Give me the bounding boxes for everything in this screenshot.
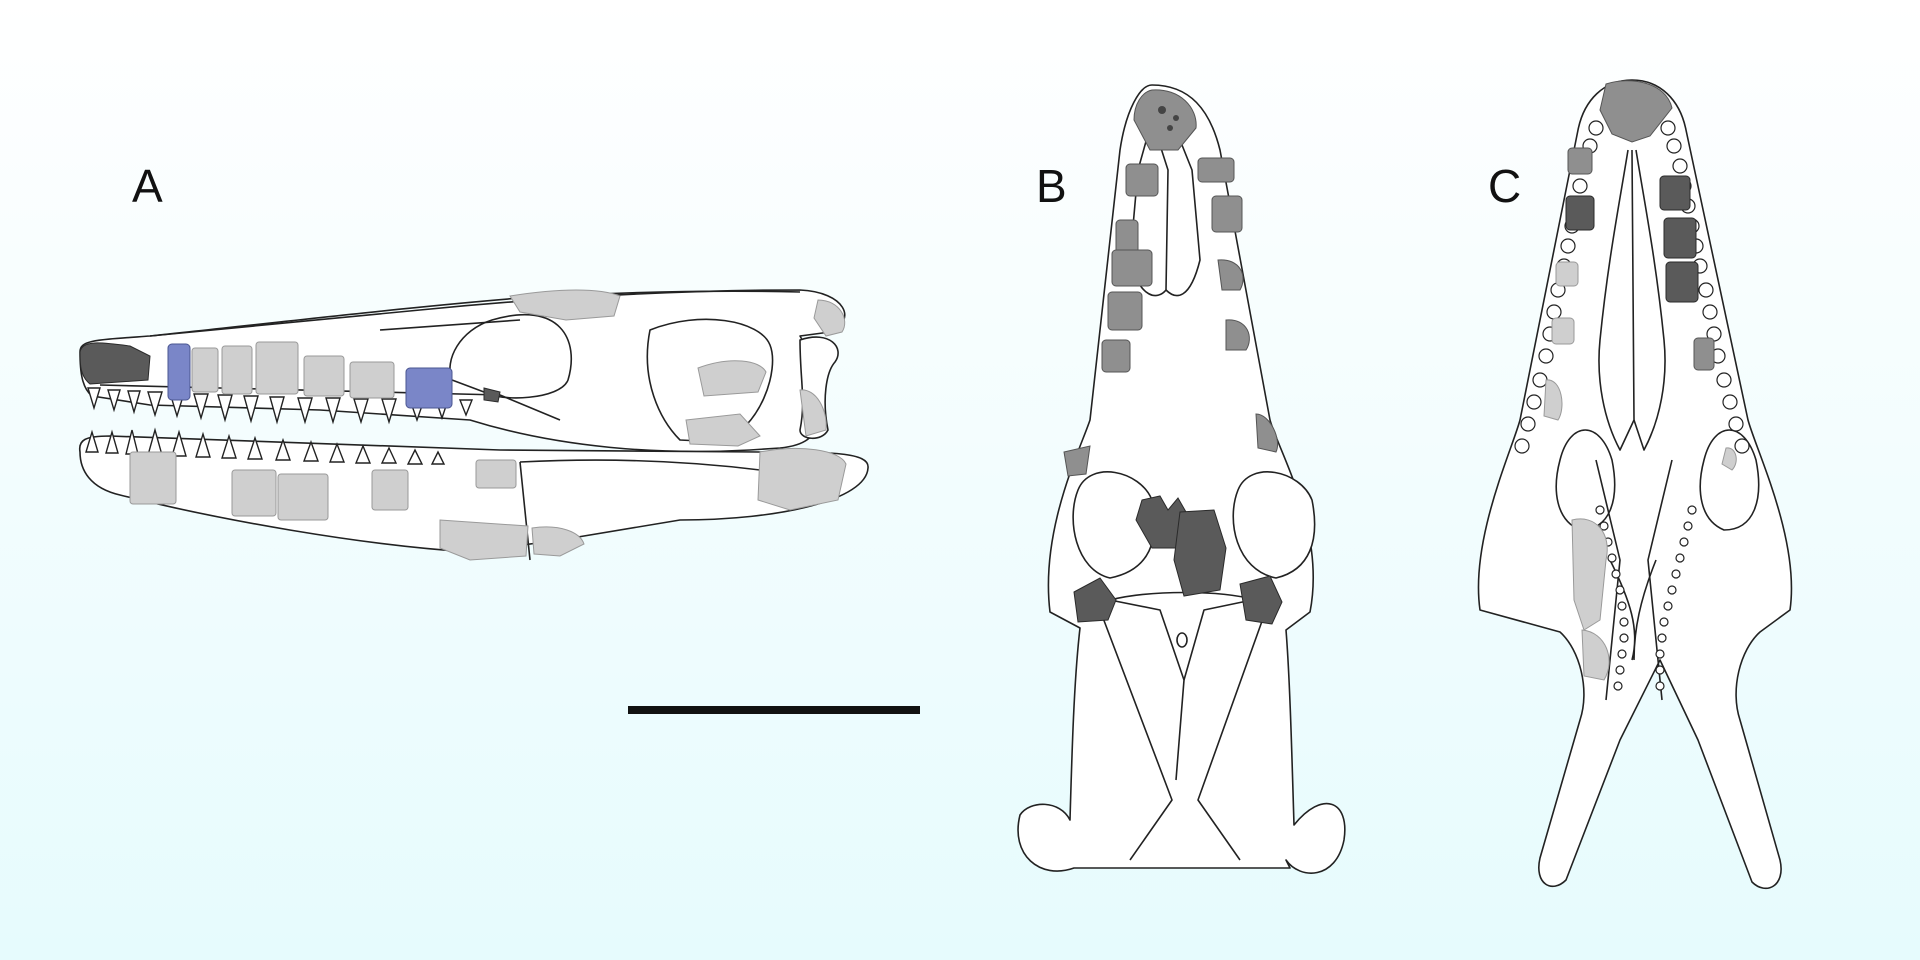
scale-bar bbox=[628, 706, 920, 714]
mandible-suture bbox=[519, 461, 531, 561]
panel-label-c: C bbox=[1488, 160, 1522, 212]
temporal-right bbox=[1197, 609, 1267, 861]
skull-dorsal-view bbox=[1017, 84, 1346, 874]
temporal-fenestra bbox=[646, 318, 774, 443]
palatal-fenestra-right bbox=[1699, 429, 1760, 531]
orbit-left bbox=[1072, 471, 1156, 579]
snout-line bbox=[379, 319, 521, 331]
mandible-line bbox=[519, 459, 761, 471]
choana-left bbox=[1598, 149, 1635, 451]
parietal-right bbox=[1183, 599, 1253, 681]
panel-label-b: B bbox=[1036, 160, 1067, 212]
temporal-left bbox=[1099, 609, 1173, 861]
orbit-right bbox=[1232, 471, 1316, 579]
orbit bbox=[449, 314, 573, 399]
lower-teeth bbox=[85, 427, 446, 465]
pineal-foramen bbox=[1176, 632, 1188, 648]
pterygoid-left bbox=[1595, 459, 1621, 701]
fossil-fragments-dorsal bbox=[1063, 89, 1283, 625]
skull-ventral-view bbox=[1477, 79, 1793, 890]
choana-right bbox=[1633, 149, 1666, 451]
alveoli-pterygoid bbox=[1595, 505, 1697, 691]
fossil-fragments-ventral bbox=[1543, 80, 1737, 681]
palatal-fenestra-left bbox=[1555, 429, 1616, 531]
panel-label-a: A bbox=[132, 160, 163, 212]
nasal-line-right bbox=[1165, 119, 1201, 297]
fossil-fragments-lateral bbox=[79, 289, 847, 561]
skull-lateral-view bbox=[78, 289, 869, 561]
parietal-left bbox=[1109, 599, 1185, 781]
dorsal-outline bbox=[1017, 84, 1346, 874]
